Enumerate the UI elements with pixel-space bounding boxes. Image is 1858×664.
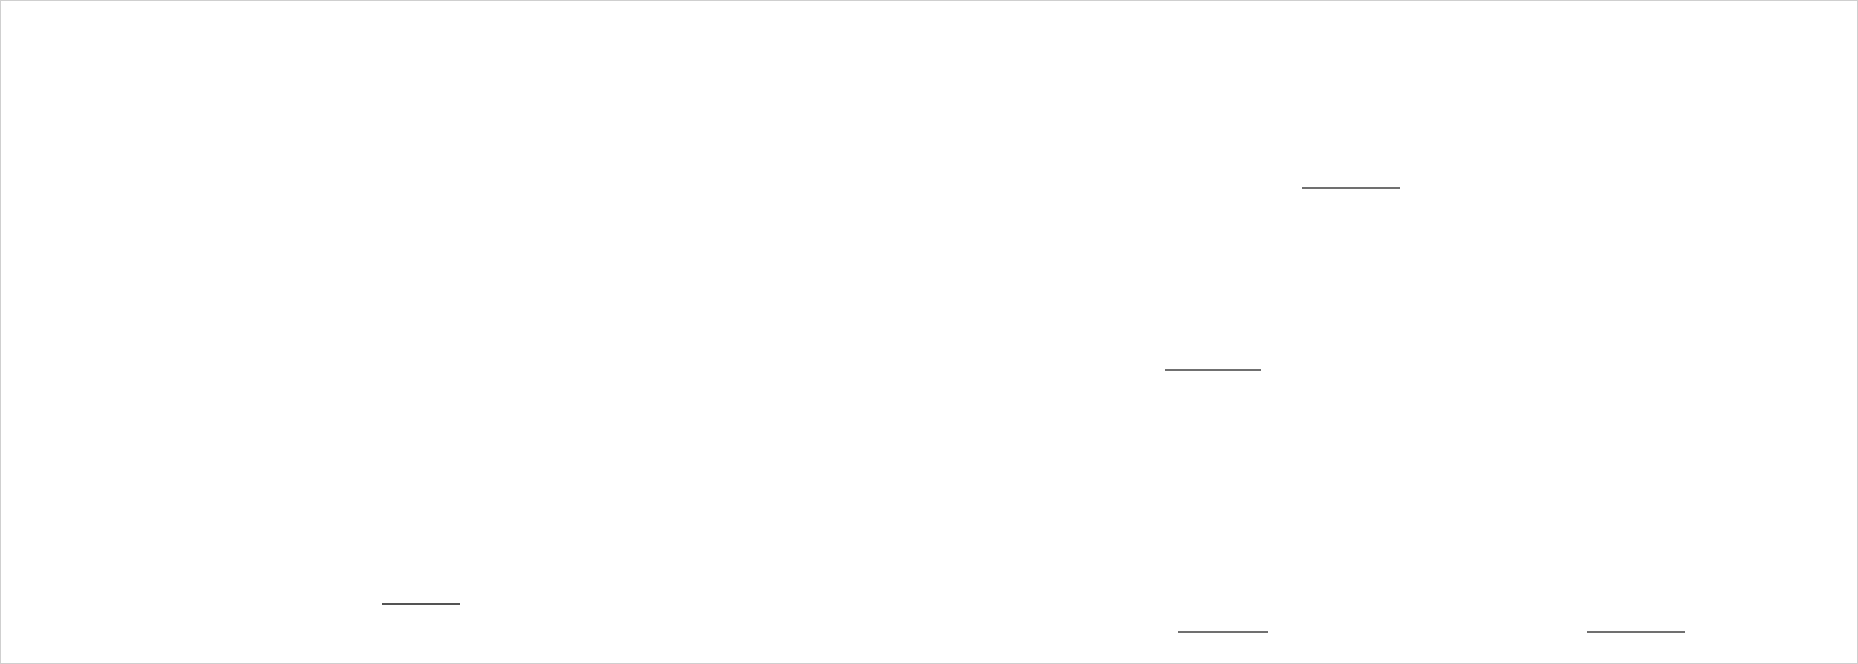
construction-drawing [382,187,1685,633]
